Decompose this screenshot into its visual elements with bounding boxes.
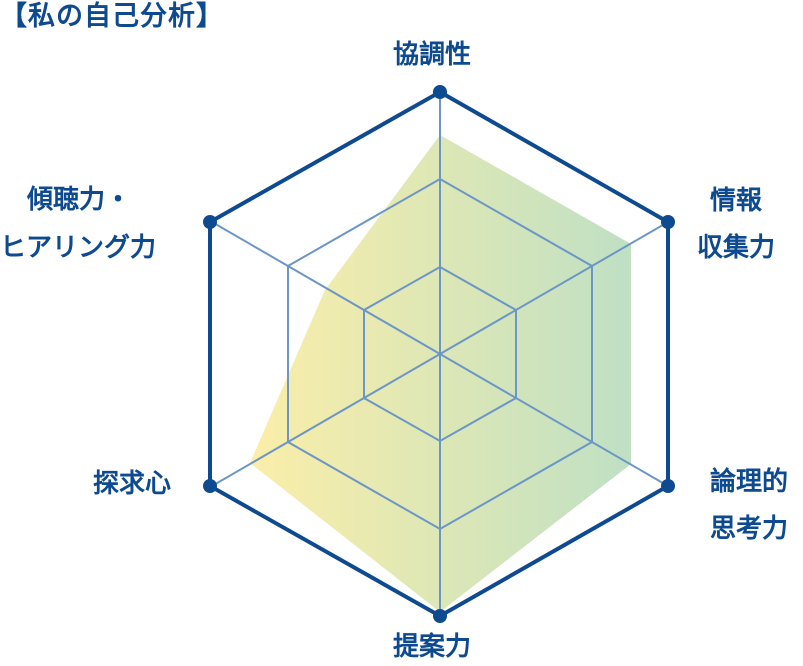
chart-title: 【私の自己分析】	[0, 1, 224, 32]
axis-label-upper-left-2: ヒアリング力	[0, 233, 157, 263]
axis-label-upper-right-2: 収集力	[697, 233, 776, 263]
axis-label-upper-left-1: 傾聴力・	[27, 185, 132, 215]
grid	[211, 92, 669, 616]
axis-label-bottom: 提案力	[393, 632, 472, 662]
axis-label-lower-right-2: 思考力	[710, 514, 789, 544]
axis-label-top: 協調性	[393, 40, 472, 70]
axis-label-lower-right-1: 論理的	[710, 467, 789, 497]
vertex-dots	[203, 85, 675, 623]
axis-label-upper-right-1: 情報	[710, 186, 763, 216]
axis-label-lower-left: 探求心	[93, 469, 172, 499]
